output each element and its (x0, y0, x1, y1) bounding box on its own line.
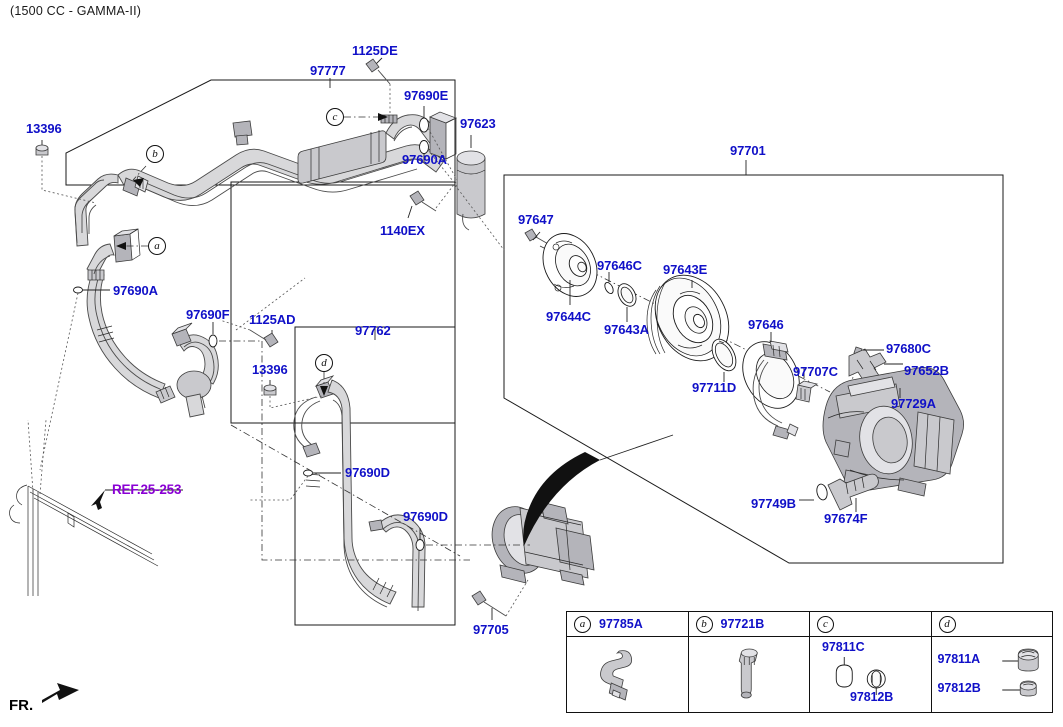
label-97646: 97646 (748, 317, 784, 332)
reference-label: REF.25-253 (112, 482, 182, 497)
legend-balloon-a: a (574, 615, 591, 633)
label-97701: 97701 (730, 143, 766, 158)
balloon-b[interactable]: b (146, 145, 164, 163)
art-suction-hose-97690a (86, 255, 176, 404)
box-97762 (294, 326, 456, 626)
balloon-a[interactable]: a (148, 237, 166, 255)
art-compressor-small (491, 434, 674, 586)
leader-lines (35, 57, 530, 620)
legend-body-a (567, 637, 688, 712)
legend-column-a: a 97785A (567, 612, 689, 712)
label-97644C: 97644C (546, 309, 591, 324)
legend-header-c: c (810, 612, 931, 637)
cap-icons-d (1001, 648, 1039, 697)
label-13396-top: 13396 (26, 121, 62, 136)
legend-body-c: 97811C 97812B (810, 637, 931, 712)
label-1125DE: 1125DE (352, 43, 398, 58)
legend-body-d: 97811A 97812B (932, 637, 1053, 712)
label-97680C: 97680C (886, 341, 931, 356)
washer-icons-c (835, 657, 886, 695)
label-97749B: 97749B (751, 496, 796, 511)
legend-balloon-d: d (938, 615, 956, 633)
clip-97785a-icon (600, 650, 633, 701)
label-97690E: 97690E (404, 88, 449, 103)
legend-column-b: b 97721B (688, 612, 810, 712)
label-1125AD: 1125AD (249, 312, 296, 327)
detail-callout-arrow (523, 452, 600, 546)
legend-label-97812B-d: 97812B (937, 681, 981, 695)
art-compressor-exploded (524, 160, 964, 512)
label-97707C: 97707C (793, 364, 838, 379)
label-97711D: 97711D (692, 380, 737, 395)
legend-column-c: c 97811C 97812B (810, 612, 932, 712)
label-97643E: 97643E (663, 262, 708, 277)
balloon-d[interactable]: d (315, 354, 333, 372)
label-1140EX: 1140EX (380, 223, 425, 238)
legend-label-97811A: 97811A (937, 652, 981, 666)
label-97623: 97623 (460, 116, 496, 131)
label-97690F: 97690F (186, 307, 230, 322)
control-valve (827, 473, 879, 511)
label-97690D-upper: 97690D (345, 465, 390, 480)
mounting-bracket (848, 348, 887, 384)
label-97690A-left: 97690A (113, 283, 158, 298)
label-97690A-top: 97690A (402, 152, 447, 167)
box-97701 (503, 174, 1004, 564)
legend-label-97811C: 97811C (822, 640, 865, 654)
legend-body-b (689, 637, 810, 712)
legend-balloon-b: b (695, 615, 713, 633)
legend-header-b: b 97721B (688, 612, 809, 637)
grommet-97721b-icon (738, 648, 758, 699)
page-title: (1500 CC - GAMMA-II) (10, 4, 142, 18)
legend-balloon-c: c (817, 615, 834, 633)
label-97646C: 97646C (597, 258, 642, 273)
box-97777 (65, 79, 456, 186)
label-13396-mid: 13396 (252, 362, 288, 377)
label-97729A: 97729A (891, 396, 936, 411)
legend-column-d: d 97811A 97812B (931, 612, 1053, 712)
art-condenser-ref (9, 419, 183, 596)
label-97674F: 97674F (824, 511, 868, 526)
label-97690D-lower: 97690D (403, 509, 448, 524)
label-97652B: 97652B (904, 363, 949, 378)
label-97777: 97777 (310, 63, 346, 78)
legend-header-d: d (931, 612, 1052, 637)
orientation-label: FR. (9, 697, 34, 714)
label-97643A: 97643A (604, 322, 649, 337)
inline-muffler (297, 130, 387, 184)
legend-header-a: a 97785A (567, 612, 688, 637)
legend-part-97785A: 97785A (599, 617, 643, 631)
label-97705: 97705 (473, 622, 509, 637)
art-discharge-hose-97762 (293, 375, 426, 612)
legend-label-97812B: 97812B (850, 690, 894, 704)
legend-table: a 97785A b 97721B (566, 611, 1053, 713)
art-liquid-hose-97690f (171, 322, 219, 418)
label-97647: 97647 (518, 212, 554, 227)
legend-part-97721B: 97721B (720, 617, 765, 631)
balloon-c[interactable]: c (326, 108, 344, 126)
label-97762: 97762 (355, 323, 391, 338)
